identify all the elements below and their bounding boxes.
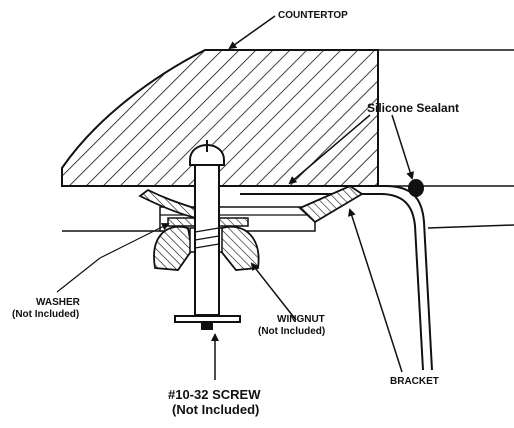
sealant-bead xyxy=(408,179,424,197)
leader-lines xyxy=(56,15,414,380)
screw xyxy=(174,140,241,330)
label-bracket: BRACKET xyxy=(390,376,439,387)
label-washer-note: (Not Included) xyxy=(12,309,79,320)
label-wingnut: WINGNUT xyxy=(277,314,325,325)
countertop xyxy=(61,49,514,187)
label-screw-note: (Not Included) xyxy=(172,402,259,417)
label-silicone-sealant: Silicone Sealant xyxy=(367,101,459,115)
label-screw: #10-32 SCREW xyxy=(168,387,261,402)
bracket xyxy=(298,184,364,224)
label-washer: WASHER xyxy=(36,297,81,308)
label-countertop: COUNTERTOP xyxy=(278,10,348,21)
label-wingnut-note: (Not Included) xyxy=(258,326,325,337)
